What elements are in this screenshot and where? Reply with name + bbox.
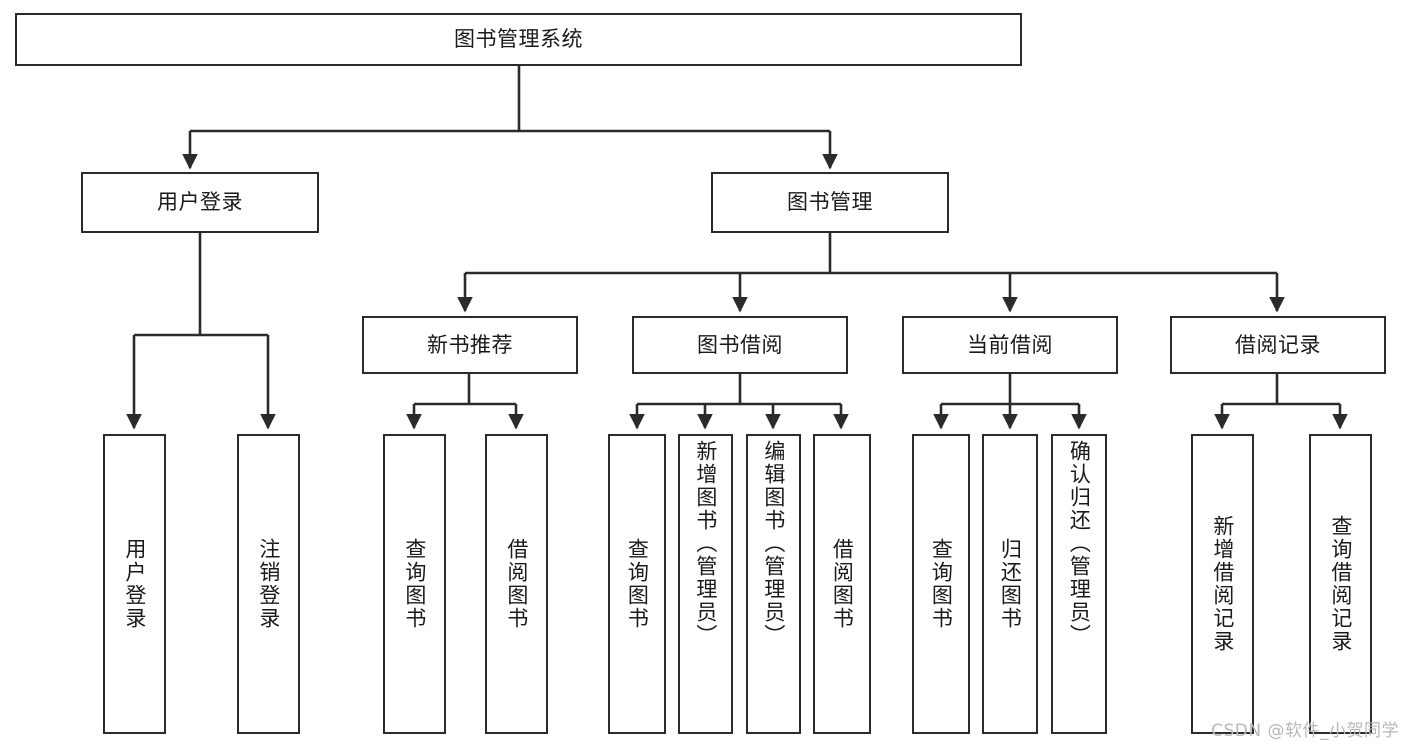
node-current-borrow-label: 当前借阅 [967, 332, 1053, 357]
node-leaf-borrow-book-2[interactable]: 借阅图书 [813, 434, 871, 734]
node-leaf-query-book-1-label: 查询图书 [402, 538, 427, 630]
node-leaf-logout-login-label: 注销登录 [256, 538, 281, 630]
node-leaf-query-record[interactable]: 查询借阅记录 [1309, 434, 1372, 734]
node-book-management-label: 图书管理 [787, 190, 873, 215]
node-book-borrow-label: 图书借阅 [697, 332, 783, 357]
node-leaf-borrow-book-1[interactable]: 借阅图书 [485, 434, 548, 734]
node-leaf-user-login[interactable]: 用户登录 [103, 434, 166, 734]
node-leaf-query-book-3-label: 查询图书 [929, 538, 954, 630]
node-book-borrow[interactable]: 图书借阅 [632, 316, 848, 374]
node-leaf-borrow-book-2-label: 借阅图书 [830, 538, 855, 630]
node-root-label: 图书管理系统 [454, 27, 583, 52]
node-leaf-confirm-return-label: 确认归还（管理员） [1067, 440, 1092, 647]
node-borrow-record[interactable]: 借阅记录 [1170, 316, 1386, 374]
node-book-management[interactable]: 图书管理 [711, 172, 949, 233]
node-leaf-add-record[interactable]: 新增借阅记录 [1191, 434, 1254, 734]
node-leaf-query-book-1[interactable]: 查询图书 [383, 434, 446, 734]
node-leaf-edit-book-label: 编辑图书（管理员） [761, 440, 786, 647]
node-new-book-recommend-label: 新书推荐 [427, 332, 513, 357]
node-leaf-query-book-2-label: 查询图书 [625, 538, 650, 630]
node-borrow-record-label: 借阅记录 [1235, 332, 1321, 357]
node-root[interactable]: 图书管理系统 [15, 13, 1022, 66]
node-leaf-confirm-return[interactable]: 确认归还（管理员） [1051, 434, 1107, 734]
node-user-login[interactable]: 用户登录 [81, 172, 319, 233]
node-leaf-add-book-label: 新增图书（管理员） [693, 440, 718, 647]
node-leaf-borrow-book-1-label: 借阅图书 [504, 538, 529, 630]
node-leaf-query-book-2[interactable]: 查询图书 [608, 434, 666, 734]
node-leaf-query-record-label: 查询借阅记录 [1328, 515, 1353, 653]
node-leaf-edit-book[interactable]: 编辑图书（管理员） [746, 434, 801, 734]
node-user-login-label: 用户登录 [157, 190, 243, 215]
node-leaf-return-book[interactable]: 归还图书 [982, 434, 1038, 734]
node-leaf-add-book[interactable]: 新增图书（管理员） [678, 434, 733, 734]
node-current-borrow[interactable]: 当前借阅 [902, 316, 1118, 374]
watermark-text: CSDN @软件_小贺同学 [1211, 721, 1399, 741]
node-leaf-logout-login[interactable]: 注销登录 [237, 434, 300, 734]
node-leaf-user-login-label: 用户登录 [122, 538, 147, 630]
node-new-book-recommend[interactable]: 新书推荐 [362, 316, 578, 374]
node-leaf-add-record-label: 新增借阅记录 [1210, 515, 1235, 653]
node-leaf-query-book-3[interactable]: 查询图书 [912, 434, 970, 734]
node-leaf-return-book-label: 归还图书 [998, 538, 1023, 630]
